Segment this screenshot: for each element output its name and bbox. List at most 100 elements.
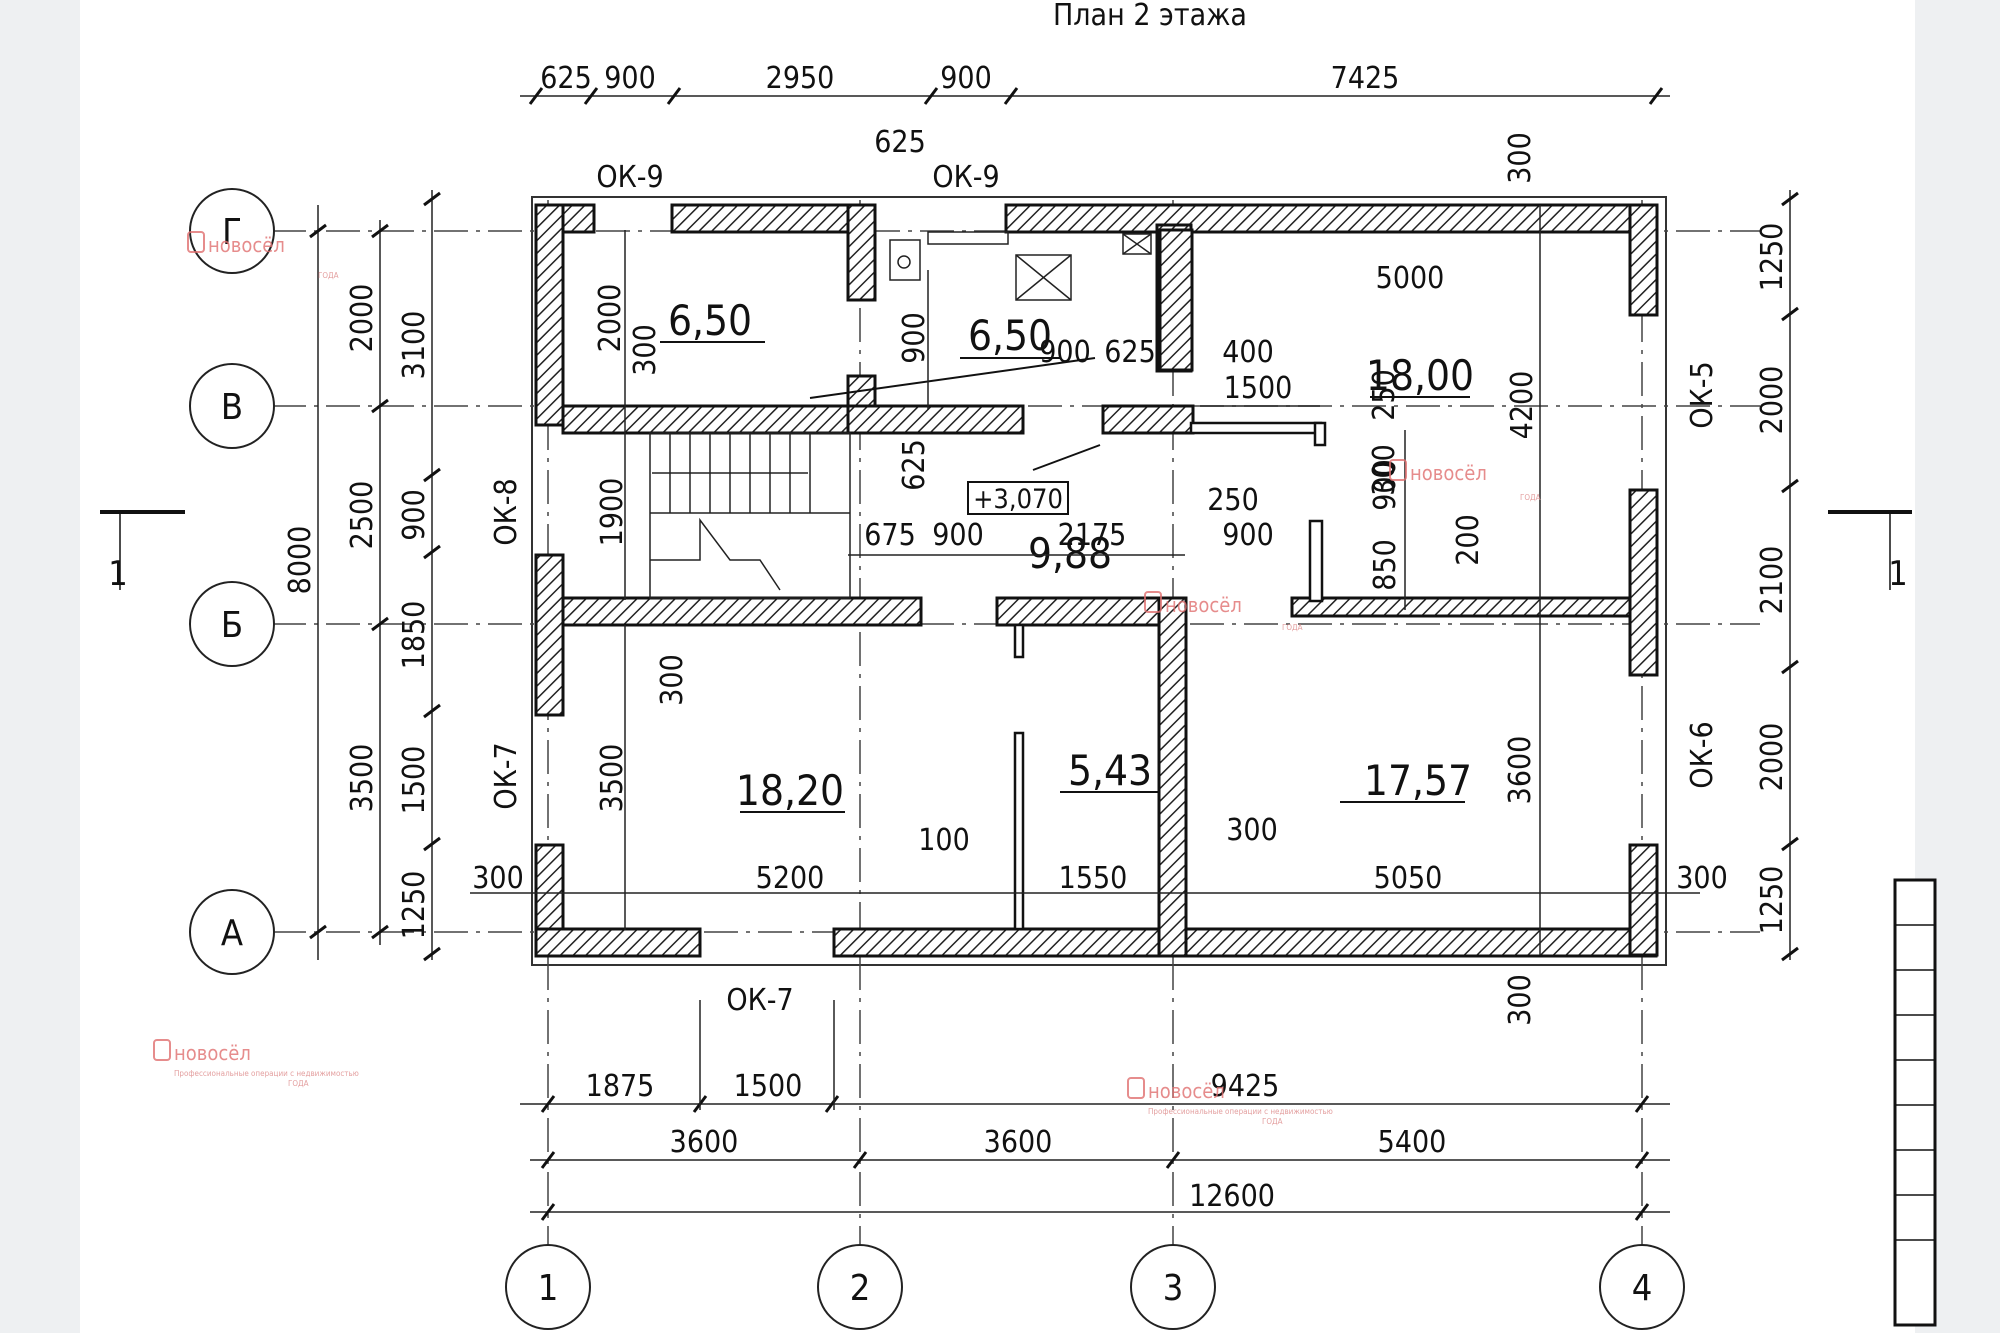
watermark-badge: ГОДА xyxy=(1282,623,1303,632)
dim-bottom-9425: 9425 xyxy=(1211,1069,1280,1104)
watermark-3: новосёл ГОДА xyxy=(1389,459,1541,502)
dim-in-1500: 1500 xyxy=(1224,371,1293,406)
plan-title: План 2 этажа xyxy=(1053,0,1247,33)
dim-bottom-1875: 1875 xyxy=(586,1069,655,1104)
room-area-2: 6,50 xyxy=(968,311,1052,360)
window-ok9-a: ОК-9 xyxy=(596,160,663,195)
dim-in-300-right: 300 xyxy=(1676,861,1728,896)
section-marks xyxy=(100,510,1912,590)
dims-interior: 300 2000 300 900 625 900 625 400 1500 50… xyxy=(472,132,1728,1026)
dim-in-200: 200 xyxy=(1451,514,1486,566)
window-labels: ОК-9 ОК-9 ОК-8 ОК-7 ОК-7 ОК-5 ОК-6 xyxy=(489,160,1720,1018)
dim-bottom-3600a: 3600 xyxy=(670,1125,739,1160)
room-area-3: 18,00 xyxy=(1366,351,1474,400)
dim-top-625: 625 xyxy=(540,61,592,96)
axis-col-2: 2 xyxy=(850,1268,871,1309)
window-ok8: ОК-8 xyxy=(489,478,524,545)
dim-bottom-1500: 1500 xyxy=(734,1069,803,1104)
axis-bubbles xyxy=(189,188,1685,1330)
room-area-5: 18,20 xyxy=(736,766,844,815)
watermark-logo-icon xyxy=(153,1039,171,1061)
dim-in-900-d: 900 xyxy=(1222,518,1274,553)
section-mark-left: 1 xyxy=(108,554,127,594)
dim-in-300-a: 300 xyxy=(628,324,663,376)
bathroom-fixtures xyxy=(889,231,1152,301)
dim-left-2000: 2000 xyxy=(345,284,380,353)
dim-right-1250: 1250 xyxy=(1755,223,1790,292)
dim-in-300-left: 300 xyxy=(472,861,524,896)
watermark-1: новосёл ГОДА xyxy=(187,231,339,280)
dim-in-900-a: 900 xyxy=(897,312,932,364)
staircase xyxy=(649,432,851,599)
dims-top: 625 900 2950 900 7425 625 xyxy=(540,61,1399,160)
room-area-7: 17,57 xyxy=(1364,756,1472,805)
watermark-badge: ГОДА xyxy=(318,271,339,280)
dim-left-8000: 8000 xyxy=(283,526,318,595)
watermark-brand: новосёл xyxy=(208,233,285,257)
dim-in-675: 675 xyxy=(864,518,916,553)
dim-right-2000b: 2000 xyxy=(1755,723,1790,792)
dim-right-1250b: 1250 xyxy=(1755,866,1790,935)
watermark-brand: новосёл xyxy=(1410,461,1487,485)
dim-left-3500: 3500 xyxy=(345,744,380,813)
watermark-badge: ГОДА xyxy=(1520,493,1541,502)
dim-in-2000: 2000 xyxy=(593,284,628,353)
watermark-brand: новосёл xyxy=(1165,593,1242,617)
dim-top-625b: 625 xyxy=(874,125,926,160)
dimension-ticks xyxy=(309,87,1799,1221)
dim-in-5000: 5000 xyxy=(1376,261,1445,296)
dim-in-900-e: 900 xyxy=(1368,459,1403,511)
window-ok7-left: ОК-7 xyxy=(489,742,524,809)
building-outline xyxy=(531,196,1667,966)
dim-top-900: 900 xyxy=(604,61,656,96)
dim-bottom-3600b: 3600 xyxy=(984,1125,1053,1160)
room-area-4: 9,88 xyxy=(1028,529,1112,578)
dim-in-300-bottom: 300 xyxy=(1503,974,1538,1026)
watermark-tagline: Профессиональные операции с недвижимость… xyxy=(1148,1107,1333,1116)
dims-bottom: 1875 1500 9425 3600 3600 5400 12600 xyxy=(586,1069,1447,1214)
window-ok5: ОК-5 xyxy=(1685,361,1720,428)
dim-in-300-top: 300 xyxy=(1503,132,1538,184)
dim-in-2175: 2175 xyxy=(1058,518,1127,553)
dim-in-300-d: 300 xyxy=(1226,813,1278,848)
watermark-5: новосёл Профессиональные операции с недв… xyxy=(1127,1077,1333,1126)
dim-in-5200: 5200 xyxy=(756,861,825,896)
dim-left-1850: 1850 xyxy=(397,601,432,670)
watermark-tagline: Профессиональные операции с недвижимость… xyxy=(174,1069,359,1078)
dim-in-1550: 1550 xyxy=(1059,861,1128,896)
window-ok9-b: ОК-9 xyxy=(932,160,999,195)
watermark-logo-icon xyxy=(1144,591,1162,613)
dim-in-900-b: 900 xyxy=(1039,335,1091,370)
window-ok6: ОК-6 xyxy=(1685,721,1720,788)
axis-col-1: 1 xyxy=(538,1268,559,1309)
dim-in-400: 400 xyxy=(1222,335,1274,370)
axis-col-3: 3 xyxy=(1163,1268,1184,1309)
watermark-logo-icon xyxy=(1127,1077,1145,1099)
dim-in-100: 100 xyxy=(918,823,970,858)
dim-in-4200: 4200 xyxy=(1505,371,1540,440)
dim-left-900: 900 xyxy=(397,489,432,541)
dim-in-625-b: 625 xyxy=(1104,335,1156,370)
room-underlines xyxy=(660,341,1470,813)
dim-in-250-a: 250 xyxy=(1367,369,1402,421)
watermark-logo-icon xyxy=(1389,459,1407,481)
elevation-box xyxy=(967,481,1069,515)
dim-top-900b: 900 xyxy=(940,61,992,96)
dim-left-3100: 3100 xyxy=(397,311,432,380)
dim-in-250-b: 250 xyxy=(1207,483,1259,518)
dim-top-7425: 7425 xyxy=(1331,61,1400,96)
window-ok7-bottom: ОК-7 xyxy=(726,983,793,1018)
dim-left-1500: 1500 xyxy=(397,746,432,815)
axis-row-v: В xyxy=(221,387,243,428)
dim-in-3500: 3500 xyxy=(595,744,630,813)
dims-left: 3100 900 1850 1500 1250 2000 2500 3500 8… xyxy=(283,284,432,940)
axis-labels: Г В Б А 1 2 3 4 xyxy=(221,212,1652,1309)
dim-in-850: 850 xyxy=(1368,539,1403,591)
interior-dim-lines xyxy=(470,205,1700,1110)
dims-right: 1250 2000 2100 2000 1250 xyxy=(1755,223,1790,935)
dim-in-900-c: 900 xyxy=(932,518,984,553)
room-area-1: 6,50 xyxy=(668,296,752,345)
watermark-4: новосёл ГОДА xyxy=(1144,591,1303,632)
watermark-badge: ГОДА xyxy=(1262,1117,1283,1126)
